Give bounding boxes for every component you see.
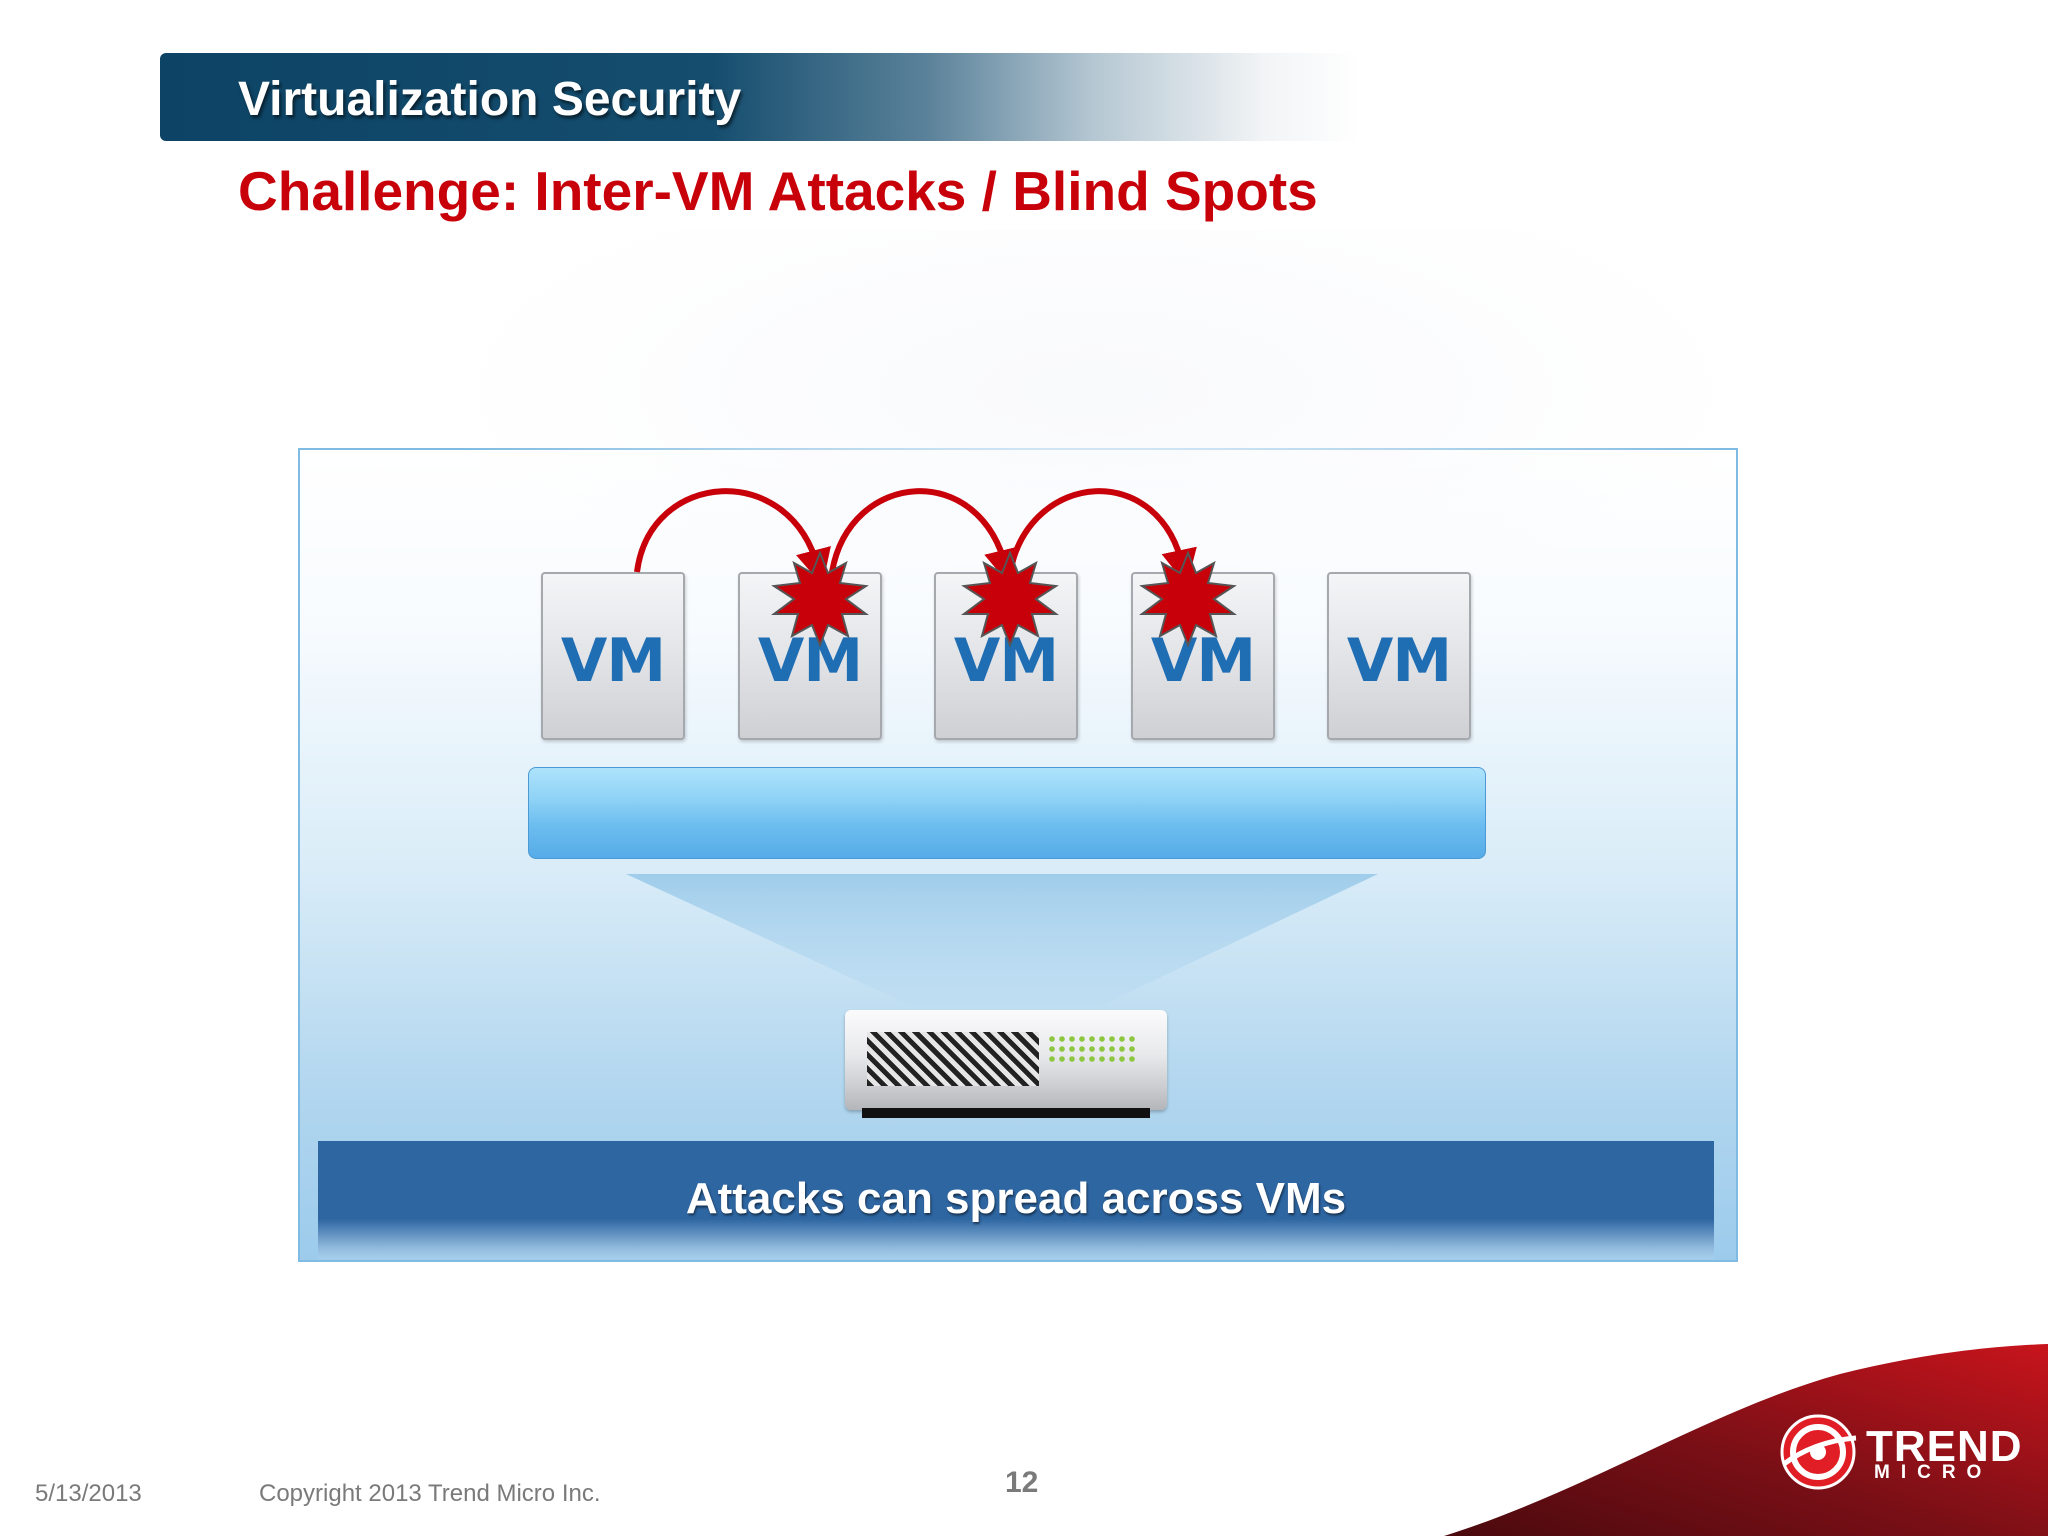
logo-text-micro: MICRO <box>1874 1462 1993 1483</box>
vm-box-4: VM <box>1131 572 1275 740</box>
server-vent <box>867 1032 1039 1086</box>
section-title: Virtualization Security <box>238 73 742 126</box>
vm-label: VM <box>560 626 666 696</box>
trend-micro-logo-icon <box>1780 1414 1857 1490</box>
vm-label: VM <box>953 626 1059 696</box>
slide-title: Challenge: Inter-VM Attacks / Blind Spot… <box>238 160 1318 222</box>
vm-label: VM <box>757 626 863 696</box>
attack-arrow-icon <box>829 488 1020 586</box>
attack-arrow-icon <box>1007 488 1197 586</box>
logo-text-trend: TREND <box>1866 1422 2023 1471</box>
explosion-burst-icon <box>961 550 1059 648</box>
server-appliance-icon <box>845 1010 1167 1118</box>
header-band <box>160 53 1360 141</box>
explosion-burst-icon <box>771 550 869 648</box>
attack-arrow-icon <box>634 488 831 586</box>
page-number: 12 <box>1005 1466 1039 1499</box>
vm-box-1: VM <box>541 572 685 740</box>
explosion-burst-icon <box>1139 550 1237 648</box>
server-base <box>862 1108 1150 1118</box>
vm-label: VM <box>1346 626 1452 696</box>
panel-highlight <box>430 230 1760 630</box>
vm-label: VM <box>1150 626 1256 696</box>
caption-bar: Attacks can spread across VMs <box>318 1141 1714 1259</box>
footer-date: 5/13/2013 <box>35 1480 142 1507</box>
vm-box-2: VM <box>738 572 882 740</box>
vm-box-5: VM <box>1327 572 1471 740</box>
footer-swoosh <box>1444 1344 2048 1536</box>
server-status-lights <box>1049 1036 1135 1062</box>
footer-copyright: Copyright 2013 Trend Micro Inc. <box>259 1480 601 1507</box>
caption-text: Attacks can spread across VMs <box>685 1174 1347 1223</box>
hypervisor-bar <box>528 767 1486 859</box>
